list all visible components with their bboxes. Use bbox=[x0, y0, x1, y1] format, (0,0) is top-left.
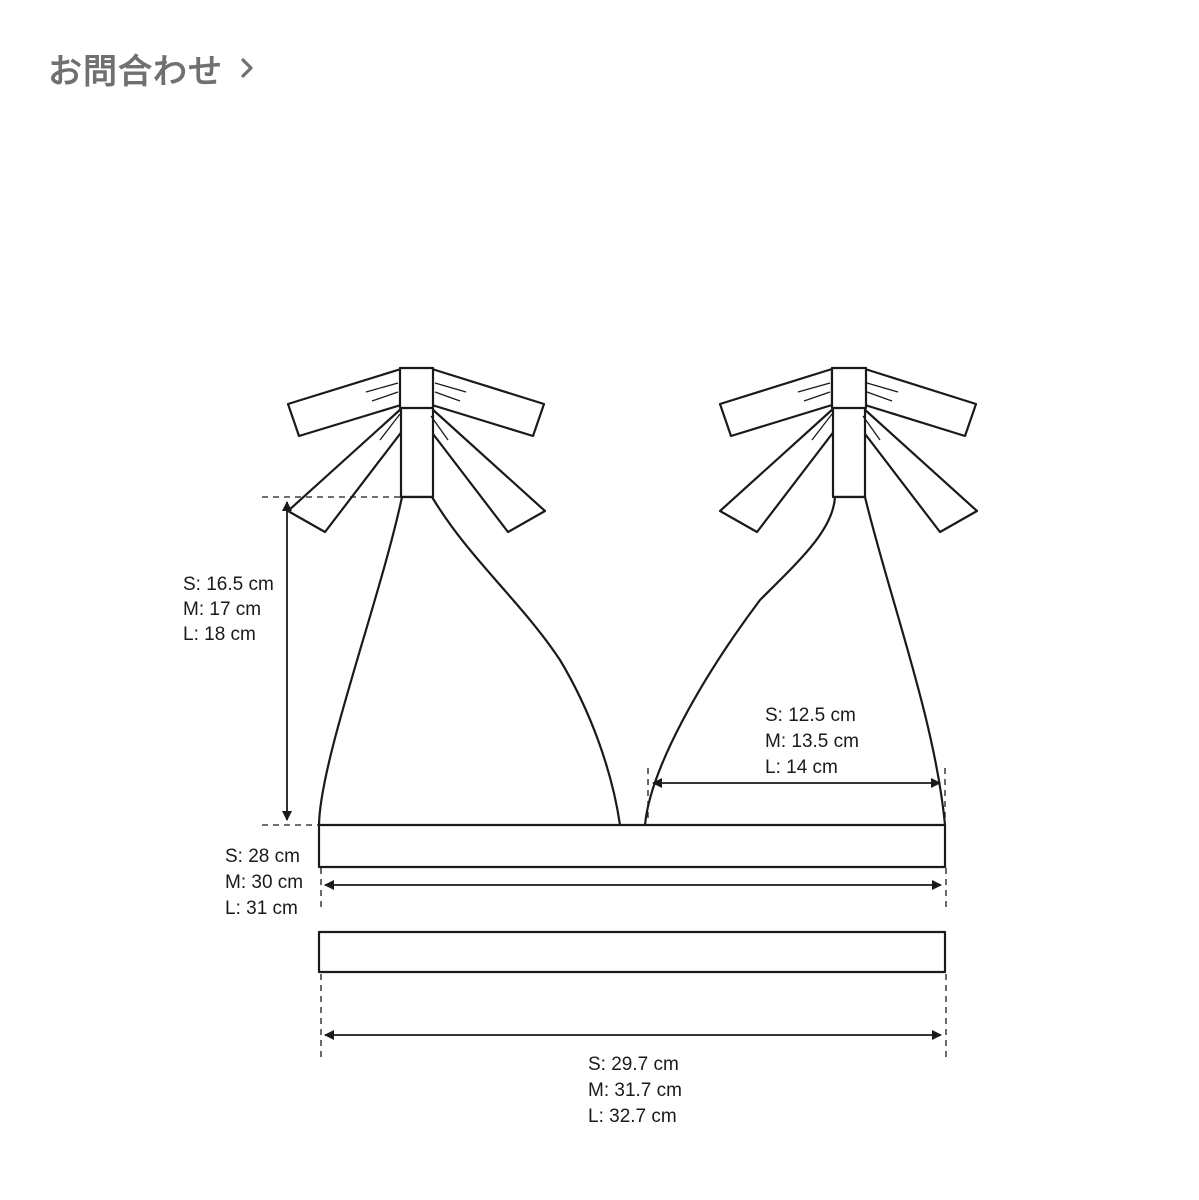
band-width-l: L: 32.7 cm bbox=[588, 1106, 677, 1127]
contact-link[interactable]: お問合わせ bbox=[48, 38, 259, 98]
strap-length-l: L: 18 cm bbox=[183, 624, 256, 645]
contact-label: お問合わせ bbox=[48, 51, 223, 92]
left-bow bbox=[286, 366, 547, 534]
top-band bbox=[317, 823, 947, 869]
band-width-s: S: 29.7 cm bbox=[588, 1054, 679, 1075]
cup-width-l: L: 14 cm bbox=[765, 757, 838, 778]
right-cup bbox=[643, 495, 947, 826]
guide-lines bbox=[262, 496, 947, 1060]
top-width-s: S: 28 cm bbox=[225, 846, 300, 867]
cup-width-m: M: 13.5 cm bbox=[765, 731, 859, 752]
band-width-m: M: 31.7 cm bbox=[588, 1080, 682, 1101]
top-width-m: M: 30 cm bbox=[225, 872, 303, 893]
strap-length-m: M: 17 cm bbox=[183, 599, 261, 620]
chevron-right-icon bbox=[241, 58, 253, 78]
strap-length-s: S: 16.5 cm bbox=[183, 574, 274, 595]
bottom-band bbox=[317, 930, 947, 974]
cup-width-s: S: 12.5 cm bbox=[765, 705, 856, 726]
left-cup bbox=[317, 495, 622, 826]
top-width-l: L: 31 cm bbox=[225, 898, 298, 919]
